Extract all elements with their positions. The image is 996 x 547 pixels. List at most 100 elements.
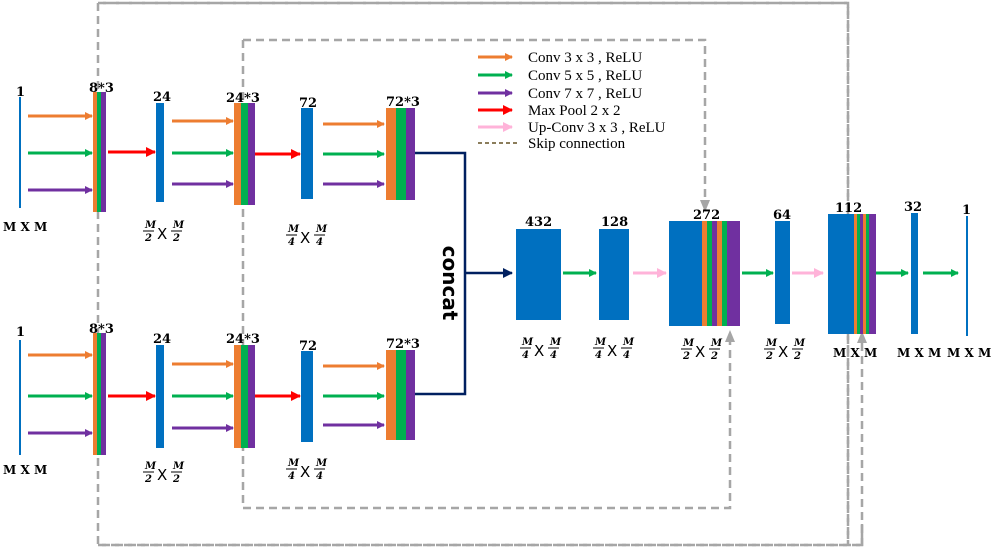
bottom-b2-block [234,345,255,448]
svg-text:X: X [534,342,544,360]
dec-432-size: M 4 X M 4 [520,337,562,361]
legend-skip-label: Skip connection [528,136,626,152]
branch-bottom: 1 M X M 8*3 24 M 2 X M 2 [3,322,420,485]
svg-text:4: 4 [316,471,323,482]
svg-text:4: 4 [288,237,295,248]
svg-text:2: 2 [144,233,152,244]
dec-112-channels: 112 [835,201,862,216]
bottom-b3-channels: 72*3 [386,337,420,352]
svg-text:4: 4 [288,471,295,482]
skip-arrow-272-bottom [725,330,735,342]
svg-text:X: X [300,463,310,481]
top-b3-channels: 72*3 [386,95,420,110]
concat-label: concat [438,246,462,321]
dec-64-size: M 2 X M 2 [764,338,806,362]
dec-128-layer [599,229,629,320]
decoder: 432 M 4 X M 4 128 M 4 X M 4 [516,200,991,362]
svg-text:M: M [521,337,534,348]
bottom-pool1-channels: 24 [153,332,171,347]
svg-text:2: 2 [682,351,690,362]
svg-text:M: M [549,337,562,348]
svg-text:X: X [695,343,705,361]
bottom-pool2-layer [301,351,313,442]
bottom-b3-block [386,350,415,440]
svg-text:M: M [172,461,185,472]
dec-112-block [828,214,876,334]
bottom-b1-block [93,333,106,455]
svg-text:M: M [765,338,778,349]
top-b2-block [234,103,255,205]
top-pool1-channels: 24 [153,90,171,105]
dec-32-channels: 32 [904,200,922,215]
svg-text:M: M [315,458,328,469]
svg-text:2: 2 [710,351,718,362]
dec-128-size: M 4 X M 4 [593,337,635,361]
legend-conv7-label: Conv 7 x 7 , ReLU [528,86,642,102]
legend-upconv-label: Up-Conv 3 x 3 , ReLU [528,120,666,136]
svg-text:X: X [157,466,167,484]
svg-text:X: X [607,342,617,360]
svg-text:X: X [300,229,310,247]
svg-text:M: M [682,338,695,349]
dec-112-size: M X M [833,346,877,360]
svg-text:M: M [594,337,607,348]
svg-text:4: 4 [316,237,323,248]
svg-text:4: 4 [550,350,557,361]
top-b3-block [386,108,415,200]
top-b1-channels: 8*3 [89,81,114,96]
skip-arrow-112-bottom [857,331,867,343]
top-b2-channels: 24*3 [226,91,260,106]
legend-conv3-label: Conv 3 x 3 , ReLU [528,50,642,66]
svg-text:2: 2 [172,233,180,244]
legend-maxpool-label: Max Pool 2 x 2 [528,103,621,119]
bottom-pool2-channels: 72 [299,339,317,354]
top-in-size: M X M [3,220,47,234]
top-pool1-layer [156,103,164,202]
dec-272-block [669,221,740,326]
dec-432-channels: 432 [525,215,552,230]
skip-inner [241,38,732,510]
svg-text:4: 4 [522,350,529,361]
svg-text:M: M [287,224,300,235]
dec-272-channels: 272 [693,208,720,223]
dec-32-size: M X M [897,346,941,360]
dec-64-layer [775,221,790,324]
dec-output-channels: 1 [962,203,971,218]
svg-text:M: M [287,458,300,469]
svg-text:4: 4 [595,350,602,361]
dec-output-layer [966,216,968,336]
top-pool1-size: M 2 X M 2 [143,220,185,244]
svg-text:2: 2 [765,351,773,362]
svg-text:X: X [778,343,788,361]
svg-text:M: M [172,220,185,231]
dec-32-layer [911,213,918,334]
dec-128-channels: 128 [601,215,628,230]
top-in-channels: 1 [16,85,25,100]
dec-output-size: M X M [947,346,991,360]
bottom-b1-channels: 8*3 [89,322,114,337]
concat-connector: concat [415,151,513,396]
svg-text:2: 2 [144,474,152,485]
skip-arrow-272-top [700,200,710,212]
svg-text:2: 2 [793,351,801,362]
dec-432-layer [516,229,561,320]
top-pool2-channels: 72 [299,96,317,111]
svg-text:M: M [144,220,157,231]
svg-text:M: M [144,461,157,472]
bottom-in-channels: 1 [16,325,25,340]
legend: Conv 3 x 3 , ReLU Conv 5 x 5 , ReLU Conv… [478,50,666,152]
svg-text:M: M [793,338,806,349]
skip-outer-clean [98,1,850,545]
top-b1-block [93,92,106,212]
branch-top: 1 M X M 8*3 24 M 2 X M 2 [3,81,420,248]
svg-text:M: M [710,338,723,349]
svg-text:M: M [622,337,635,348]
dec-272-size: M 2 X M 2 [681,338,723,362]
svg-text:4: 4 [623,350,630,361]
bottom-in-size: M X M [3,463,47,477]
legend-conv5-label: Conv 5 x 5 , ReLU [528,68,642,84]
top-pool2-size: M 4 X M 4 [286,224,328,248]
bottom-pool1-layer [156,345,164,448]
svg-text:2: 2 [172,474,180,485]
